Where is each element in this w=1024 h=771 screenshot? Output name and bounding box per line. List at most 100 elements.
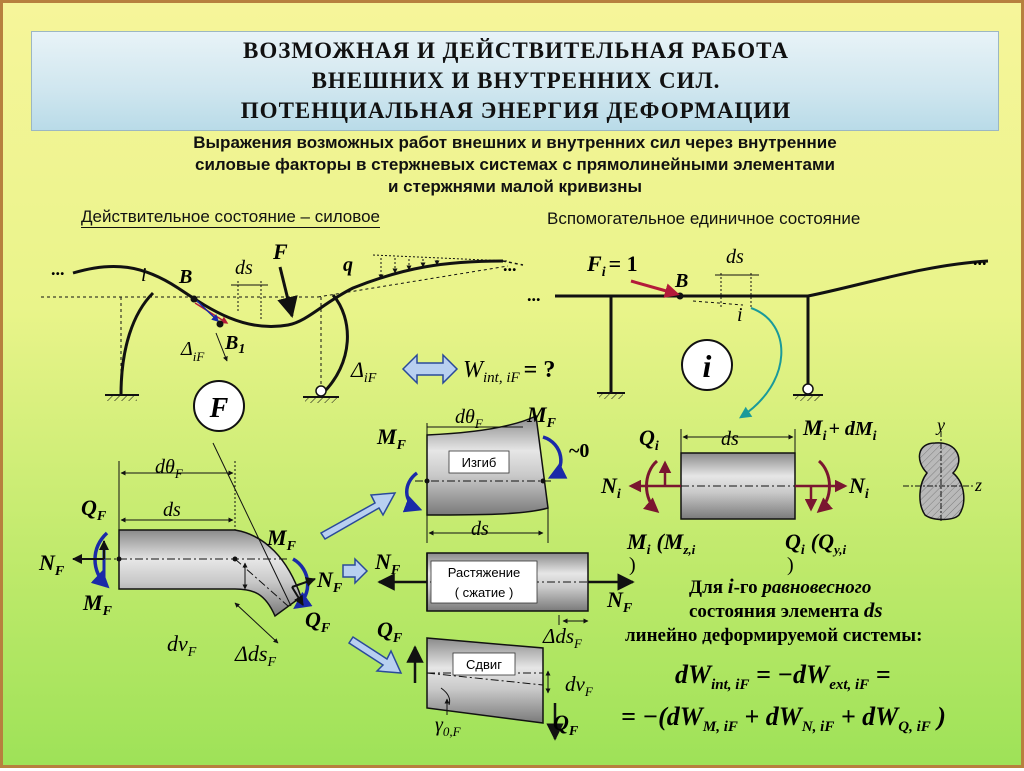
badge-i: i xyxy=(703,348,712,384)
right-dots-right: ... xyxy=(973,249,987,269)
unit-ds: ds xyxy=(721,428,739,450)
subtitle-line-1: Выражения возможных работ внешних и внут… xyxy=(193,133,837,152)
bent-dtheta: dθ xyxy=(155,456,175,478)
bending-label: Изгиб xyxy=(462,455,497,470)
left-label-F: F xyxy=(272,239,288,264)
unit-Mi-bottom: M xyxy=(626,529,648,554)
title-banner: ВОЗМОЖНАЯ И ДЕЙСТВИТЕЛЬНАЯ РАБОТА ВНЕШНИ… xyxy=(31,31,999,131)
bent-QF-right-sub: F xyxy=(320,621,331,636)
left-dots-right: ... xyxy=(503,255,517,275)
eq-delta: Δ xyxy=(350,357,364,382)
bent-dtheta-sub: F xyxy=(174,466,184,481)
eq-rhs: = ? xyxy=(524,357,556,383)
svg-text:dθF: dθF xyxy=(155,456,184,481)
text-line2b: ds xyxy=(864,598,883,622)
unit-Mz-sub: z,i xyxy=(682,542,695,557)
eq-delta-sub: iF xyxy=(364,371,377,386)
bent-dsF: Δds xyxy=(234,641,267,666)
svg-text:ΔdsF: ΔdsF xyxy=(234,641,276,670)
unit-Qi-sub: i xyxy=(655,439,659,454)
unit-dMi-sub: i xyxy=(873,429,877,444)
axis-y: y xyxy=(935,415,945,435)
right-label-F-sub: i xyxy=(602,265,606,280)
svg-text:MF: MF xyxy=(82,590,113,619)
tension-dsF-sub: F xyxy=(573,636,583,651)
arrow-to-shear-icon xyxy=(347,635,403,674)
svg-text:Mi+ dMi: Mi+ dMi xyxy=(802,415,877,444)
unit-Mi: M xyxy=(802,415,824,440)
bent-QF: Q xyxy=(81,495,97,520)
svg-text:Mi(Mz,i: Mi(Mz,i xyxy=(626,529,696,558)
bent-element xyxy=(72,442,316,644)
text-line1c: -го xyxy=(734,577,763,598)
shear-gamma-sub: 0,F xyxy=(443,724,462,739)
unit-Qy-close: ) xyxy=(787,554,794,576)
tension-element xyxy=(377,552,635,625)
bent-NF-left-sub: F xyxy=(54,564,65,579)
tension-dsF: Δds xyxy=(542,624,574,648)
svg-text:QF: QF xyxy=(553,710,579,739)
eq1-end: = xyxy=(869,660,890,689)
right-frame xyxy=(555,259,989,419)
svg-text:B1: B1 xyxy=(224,332,245,357)
bent-dv: dv xyxy=(167,631,188,656)
svg-text:Fi= 1: Fi= 1 xyxy=(586,251,638,280)
tension-NF-left: N xyxy=(374,549,392,574)
bending-ds: ds xyxy=(471,518,489,540)
svg-text:dθF: dθF xyxy=(455,406,484,431)
right-label-ds: ds xyxy=(726,246,744,268)
svg-text:Ni: Ni xyxy=(600,473,621,502)
tension-label-1: Растяжение xyxy=(448,565,521,580)
svg-text:Ni: Ni xyxy=(848,473,869,502)
unit-Qi-bottom-sub: i xyxy=(801,543,805,558)
unit-Ni-left-sub: i xyxy=(617,487,621,502)
eq1-sub1: int, iF xyxy=(711,677,749,693)
unit-Qy: (Q xyxy=(811,529,834,554)
title-line-1: ВОЗМОЖНАЯ И ДЕЙСТВИТЕЛЬНАЯ РАБОТА xyxy=(243,38,789,63)
svg-text:NF: NF xyxy=(316,567,343,596)
right-label-i: i xyxy=(737,304,743,326)
right-label-F: F xyxy=(586,251,602,276)
unit-Qi-bottom: Q xyxy=(785,529,801,554)
svg-text:Для i-го равновесного: Для i-го равновесного xyxy=(689,574,871,598)
svg-text:MF: MF xyxy=(266,525,297,554)
right-label-eq1: = 1 xyxy=(609,251,638,276)
tension-NF-right: N xyxy=(606,587,624,612)
eq-w-sub: int, iF xyxy=(483,370,521,386)
svg-text:MF: MF xyxy=(526,402,557,431)
unit-Ni-right-sub: i xyxy=(865,487,869,502)
shear-gamma: γ xyxy=(435,714,444,736)
bending-MF-right-sub: F xyxy=(546,416,557,431)
subtitle-line-3: и стержнями малой кривизны xyxy=(388,177,642,196)
text-line3: линейно деформируемой системы: xyxy=(625,625,922,646)
eq1-dW: dW xyxy=(675,660,713,689)
arrow-to-tension-icon xyxy=(342,557,369,585)
unit-Mi-bottom-sub: i xyxy=(647,543,651,558)
left-dots-left: ... xyxy=(51,259,65,279)
svg-text:NF: NF xyxy=(606,587,633,616)
text-line2a: состояния элемента xyxy=(689,601,864,622)
bent-NF-right-sub: F xyxy=(332,581,343,596)
bent-ds: ds xyxy=(163,499,181,521)
title-line-2: ВНЕШНИХ И ВНУТРЕННИХ СИЛ. xyxy=(311,68,721,93)
svg-text:ΔiF: ΔiF xyxy=(350,357,377,386)
left-frame xyxy=(41,254,524,432)
svg-text:ΔdsF: ΔdsF xyxy=(542,624,583,651)
svg-text:Qi(Qy,i: Qi(Qy,i xyxy=(785,529,847,558)
eq2-end: ) xyxy=(931,702,946,731)
tension-NF-right-sub: F xyxy=(622,601,633,616)
shear-QF-bottom: Q xyxy=(553,710,569,735)
bent-MF-left: M xyxy=(82,590,104,615)
bent-MF-left-sub: F xyxy=(102,604,113,619)
bending-MF-right: M xyxy=(526,402,548,427)
shear-QF-bottom-sub: F xyxy=(568,724,579,739)
svg-text:Qi: Qi xyxy=(639,425,659,454)
left-label-delta: Δ xyxy=(180,338,193,360)
bent-NF-left: N xyxy=(38,550,56,575)
unit-Ni-left: N xyxy=(600,473,618,498)
left-label-B1-sub: 1 xyxy=(238,342,245,357)
title-line-3: ПОТЕНЦИАЛЬНАЯ ЭНЕРГИЯ ДЕФОРМАЦИИ xyxy=(240,98,792,123)
svg-text:QF: QF xyxy=(81,495,107,524)
left-label-delta-sub: iF xyxy=(193,349,206,364)
